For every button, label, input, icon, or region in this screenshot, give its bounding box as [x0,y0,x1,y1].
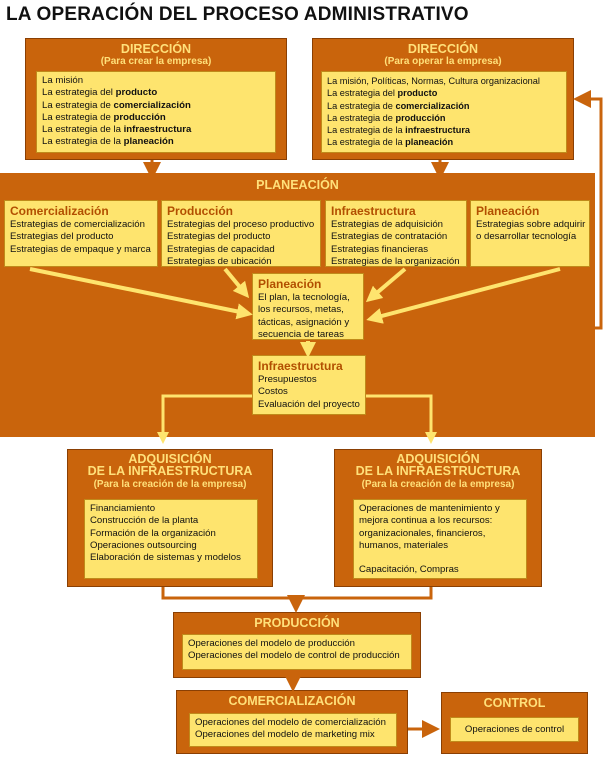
list-item: La estrategia de la infraestructura [42,124,192,136]
list-item: Estrategias de comercialización [10,219,145,230]
control-panel: CONTROL Operaciones de control [441,692,588,754]
adquisicion-creacion-panel: ADQUISICIÓN DE LA INFRAESTRUCTURA (Para … [67,449,273,587]
direccion-crear-subtitle: (Para crear la empresa) [100,56,212,67]
list-item: Elaboración de sistemas y modelos [90,552,241,564]
list-item: Construcción de la planta [90,515,199,527]
infraestructura-center-box: Infraestructura Presupuestos Costos Eval… [252,355,366,415]
list-item: Operaciones de mantenimiento y [359,503,500,514]
list-item: Capacitación, Compras [359,564,459,576]
direccion-operar-panel: DIRECCIÓN (Para operar la empresa) La mi… [312,38,574,160]
list-item: La estrategia del producto [42,87,158,99]
list-item: Financiamiento [90,503,156,514]
list-item: mejora continua a los recursos: [359,515,493,527]
direccion-operar-subtitle: (Para operar la empresa) [384,56,502,67]
adquisicion-subtitle: (Para la creación de la empresa) [93,479,247,490]
adquisicion-operacion-panel: ADQUISICIÓN DE LA INFRAESTRUCTURA (Para … [334,449,542,587]
produccion-panel: PRODUCCIÓN Operaciones del modelo de pro… [173,612,421,678]
box-title: Infraestructura [258,359,343,373]
list-item: Operaciones del modelo de control de pro… [188,650,400,662]
list-item: Estrategias de empaque y marca [10,243,151,255]
adquisicion-title-2: DE LA INFRAESTRUCTURA [87,464,253,478]
list-item: Operaciones del modelo de marketing mix [195,729,375,741]
box-title: Producción [167,204,234,218]
list-item [359,552,521,564]
adquisicion-creacion-list: Financiamiento Construcción de la planta… [84,499,258,579]
list-item: Evaluación del proyecto [258,398,360,410]
list-item: La estrategia de la planeación [42,136,174,148]
list-item: Estrategias del producto [10,231,114,243]
list-item: secuencia de tareas [258,328,344,340]
planeacion-comercializacion-box: Comercialización Estrategias de comercia… [4,200,158,267]
list-item: Estrategias del proceso productivo [167,219,315,230]
list-item: organizacionales, financieros, [359,527,486,539]
box-title: Planeación [258,277,322,291]
box-title: Planeación [476,204,540,218]
list-item: La estrategia de comercialización [42,99,191,111]
direccion-operar-title: DIRECCIÓN [407,42,479,56]
adquisicion-title-1: ADQUISICIÓN [396,452,480,466]
list-item: Formación de la organización [90,527,216,539]
list-item: tácticas, asignación y [258,316,350,328]
list-item: humanos, materiales [359,539,449,551]
list-item: La estrategia de producción [42,111,166,123]
list-item: La estrategia de producción [327,112,446,123]
direccion-crear-title: DIRECCIÓN [120,42,192,56]
list-item: La misión, Políticas, Normas, Cultura or… [327,76,540,86]
list-item: La misión [42,75,84,86]
adquisicion-title-1: ADQUISICIÓN [128,452,212,466]
connector-adquisiciones-bottom [161,587,433,600]
planeacion-title: PLANEACIÓN [256,178,339,192]
list-item: La estrategia de la planeación [327,137,454,148]
direccion-crear-panel: DIRECCIÓN (Para crear la empresa) La mis… [25,38,287,160]
list-item: Estrategias de ubicación [167,255,272,267]
list-item: Estrategias financieras [331,243,429,255]
adquisicion-subtitle: (Para la creación de la empresa) [361,479,515,490]
list-item: Estrategias de la organización [331,255,460,267]
direccion-operar-list: La misión, Políticas, Normas, Cultura or… [321,71,567,153]
list-item: Costos [258,386,288,398]
list-item: Operaciones del modelo de producción [188,638,355,649]
planeacion-center-box: Planeación El plan, la tecnología, los r… [252,273,364,340]
list-item: Operaciones outsourcing [90,539,197,551]
comercializacion-list: Operaciones del modelo de comercializaci… [189,713,397,747]
planeacion-planeacion-box: Planeación Estrategias sobre adquirir o … [470,200,590,267]
planeacion-produccion-box: Producción Estrategias del proceso produ… [161,200,321,267]
list-item: Estrategias de contratación [331,231,448,243]
box-title: Comercialización [10,204,109,218]
direccion-crear-list: La misión La estrategia del producto La … [36,71,276,153]
list-item: Estrategias de adquisición [331,219,443,230]
adquisicion-operacion-list: Operaciones de mantenimiento y mejora co… [353,499,527,579]
list-item: Estrategias de capacidad [167,243,275,255]
comercializacion-title: COMERCIALIZACIÓN [228,694,356,708]
list-item: Estrategias sobre adquirir [476,219,586,230]
planeacion-infraestructura-box: Infraestructura Estrategias de adquisici… [325,200,467,267]
page-title: LA OPERACIÓN DEL PROCESO ADMINISTRATIVO [6,4,469,25]
list-item: El plan, la tecnología, [258,292,350,303]
list-item: los recursos, metas, [258,304,344,316]
produccion-list: Operaciones del modelo de producción Ope… [182,634,412,670]
list-item: La estrategia de la infraestructura [327,125,470,136]
list-item: Presupuestos [258,374,317,385]
produccion-title: PRODUCCIÓN [254,616,340,630]
control-title: CONTROL [483,696,546,710]
list-item: La estrategia del producto [327,88,438,99]
list-item: Operaciones de control [464,724,565,735]
list-item: Operaciones del modelo de comercializaci… [195,717,386,728]
list-item: La estrategia de comercialización [327,100,470,111]
comercializacion-panel: COMERCIALIZACIÓN Operaciones del modelo … [176,690,408,754]
adquisicion-title-2: DE LA INFRAESTRUCTURA [355,464,521,478]
box-title: Infraestructura [331,204,416,218]
list-item: o desarrollar tecnología [476,231,577,243]
control-list: Operaciones de control [450,717,579,742]
list-item: Estrategias del producto [167,231,271,243]
